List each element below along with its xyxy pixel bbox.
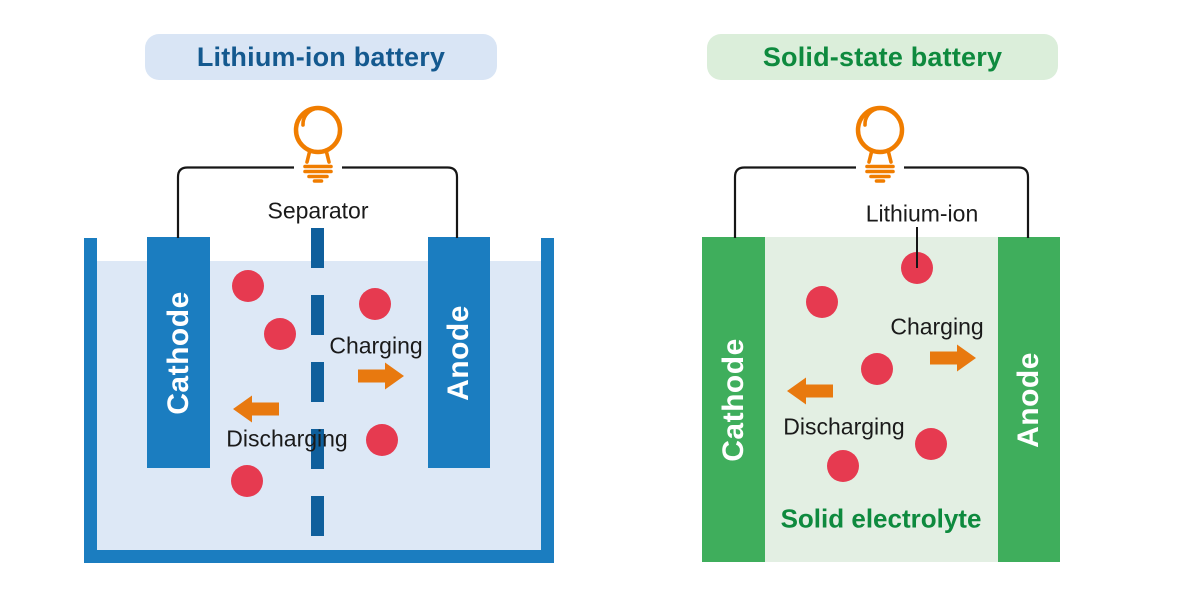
solid-state-battery-title: Solid-state battery — [707, 34, 1058, 80]
lithium-ion-dot — [861, 353, 893, 385]
separator-label: Separator — [267, 197, 369, 224]
lithium-ion-dot — [359, 288, 391, 320]
lithium-ion-dot — [366, 424, 398, 456]
lithium-ion-label: Lithium-ion — [865, 200, 979, 227]
lithium-ion-dot — [264, 318, 296, 350]
solid-state-battery-title-text: Solid-state battery — [762, 41, 1003, 72]
container-bottom-wall — [84, 550, 554, 563]
right-discharging-label: Discharging — [783, 413, 905, 440]
right-charging-label: Charging — [890, 313, 984, 340]
left-charging-label: Charging — [329, 332, 423, 359]
lithium-ion-dot — [231, 465, 263, 497]
right-cathode-electrode: Cathode — [702, 237, 765, 562]
lithium-ion-battery-title-text: Lithium-ion battery — [196, 41, 446, 72]
right-anode-electrode: Anode — [998, 237, 1060, 562]
lithium-ion-dot — [901, 252, 933, 284]
lithium-ion-dot — [827, 450, 859, 482]
lithium-ion-dot — [806, 286, 838, 318]
left-cathode-electrode: Cathode — [147, 237, 210, 468]
lithium-ion-battery-title: Lithium-ion battery — [145, 34, 497, 80]
lithium-ion-dot — [232, 270, 264, 302]
container-left-wall — [84, 238, 97, 563]
solid-electrolyte-label: Solid electrolyte — [780, 503, 982, 534]
left-discharging-label: Discharging — [226, 425, 348, 452]
lithium-ion-dot — [915, 428, 947, 460]
left-anode-electrode: Anode — [428, 237, 490, 468]
container-right-wall — [541, 238, 554, 563]
